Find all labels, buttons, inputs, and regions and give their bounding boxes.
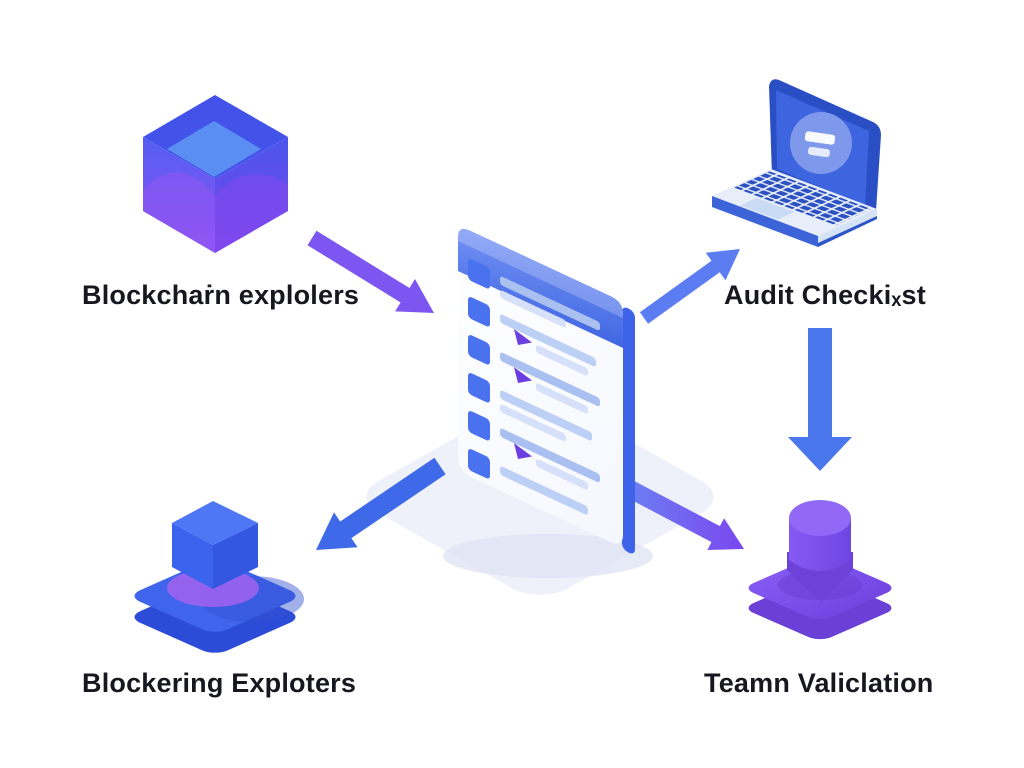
checkbox (468, 411, 490, 441)
small-cube-right (213, 523, 258, 589)
checklist-document-icon (458, 228, 635, 554)
label-audit-checklist: Audit Checkiₓst (724, 280, 926, 310)
document-edge (622, 307, 635, 554)
laptop-icon (712, 79, 881, 247)
checkbox (468, 449, 490, 479)
laptop-trackpad (740, 197, 795, 220)
laptop-base-front (712, 196, 818, 247)
stamp-handle-top (789, 500, 851, 536)
arrow-blockchain-to-checklist (307, 230, 434, 313)
document-shadow (443, 534, 653, 578)
arrow-audit-to-validation (788, 328, 852, 471)
cube-on-platform-icon (134, 501, 304, 653)
text-lines (500, 276, 600, 515)
stamp-icon (748, 500, 892, 640)
check-mark (514, 367, 532, 383)
edges (307, 230, 852, 550)
checkbox (468, 297, 490, 327)
check-mark (514, 443, 532, 459)
small-cube-top (172, 501, 258, 545)
checkbox (468, 259, 490, 289)
label-blockering-exploters: Blockering Exploters (82, 668, 357, 698)
arrow-checklist-to-validation (625, 481, 744, 550)
check-mark (514, 329, 532, 345)
label-blockchain-explorers: Blockchaṙn explolers (82, 280, 360, 310)
cube-inner-face (167, 121, 261, 177)
checkbox-column (468, 259, 490, 479)
cube-3d-icon (143, 95, 288, 253)
checkbox (468, 373, 490, 403)
small-cube-left (172, 523, 213, 589)
laptop-keys (734, 171, 872, 226)
arrow-checklist-to-audit (639, 249, 740, 324)
arrow-checklist-to-explorer (316, 457, 446, 550)
checkbox (468, 335, 490, 365)
label-team-validation: Teamn Valiclation (704, 668, 934, 698)
